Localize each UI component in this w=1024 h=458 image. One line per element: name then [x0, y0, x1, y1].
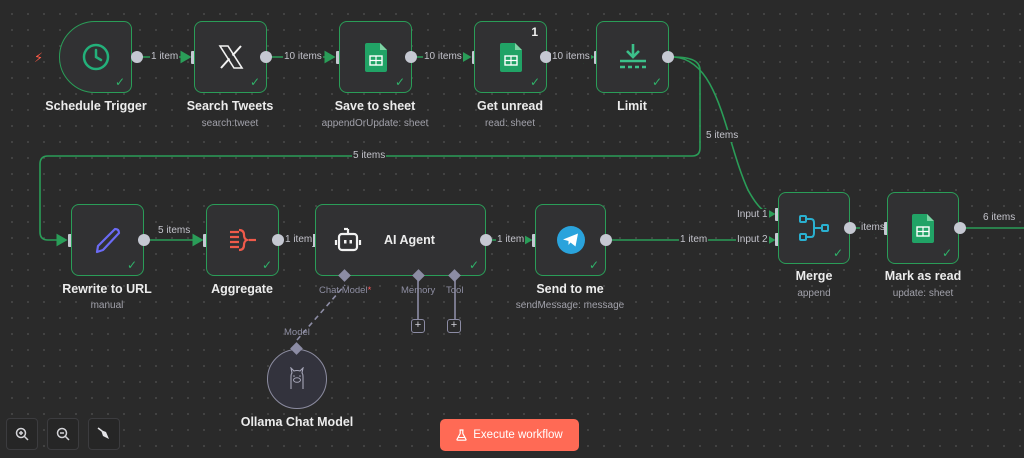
- node-ai-agent[interactable]: AI Agent ✓: [315, 204, 486, 276]
- success-check-icon: ✓: [394, 75, 405, 89]
- node-subtitle: appendOrUpdate: sheet: [321, 118, 429, 129]
- node-merge[interactable]: ✓: [778, 192, 850, 264]
- limit-icon: [619, 44, 646, 69]
- success-check-icon: ✓: [126, 258, 137, 272]
- node-get-unread[interactable]: 1 ✓: [474, 21, 547, 93]
- node-label: Save to sheet: [334, 99, 416, 113]
- google-sheets-icon: [912, 213, 934, 243]
- node-send-to-me[interactable]: ✓: [535, 204, 606, 276]
- output-port[interactable]: [662, 51, 674, 63]
- llama-icon: [290, 367, 304, 389]
- google-sheets-icon: [499, 42, 522, 72]
- chat-model-label: Chat Model*: [319, 285, 372, 296]
- trigger-bolt-icon: ⚡: [34, 50, 44, 65]
- success-check-icon: ✓: [832, 246, 843, 260]
- node-subtitle: update: sheet: [892, 288, 954, 299]
- node-label: Aggregate: [211, 282, 273, 296]
- node-label: Get unread: [477, 99, 543, 113]
- zoom-in-button[interactable]: [6, 418, 38, 450]
- node-label: Mark as read: [884, 269, 962, 283]
- node-label: Merge: [795, 269, 833, 283]
- node-rewrite-to-url[interactable]: ✓: [71, 204, 144, 276]
- zoom-in-icon: [15, 427, 29, 441]
- edge-label: 1 item: [496, 234, 526, 246]
- edge-label: 10 items: [423, 51, 463, 63]
- success-check-icon: ✓: [529, 75, 540, 89]
- tidy-up-button[interactable]: [88, 418, 120, 450]
- x-logo-icon: [218, 45, 243, 69]
- node-schedule-trigger[interactable]: ✓: [59, 21, 132, 93]
- node-title: AI Agent: [384, 233, 435, 247]
- google-sheets-icon: [364, 42, 387, 72]
- output-port[interactable]: [260, 51, 272, 63]
- node-label: Schedule Trigger: [45, 99, 147, 113]
- add-memory-button[interactable]: +: [411, 319, 425, 333]
- execute-workflow-label: Execute workflow: [473, 429, 563, 441]
- robot-icon: [334, 227, 362, 252]
- output-port[interactable]: [954, 222, 966, 234]
- edge-label: items: [860, 222, 886, 234]
- node-label: Limit: [617, 99, 647, 113]
- output-port[interactable]: [131, 51, 143, 63]
- success-check-icon: ✓: [941, 246, 952, 260]
- success-check-icon: ✓: [114, 75, 125, 89]
- node-aggregate[interactable]: ✓: [206, 204, 279, 276]
- clock-icon: [82, 43, 109, 71]
- run-count-badge: 1: [531, 25, 538, 39]
- success-check-icon: ✓: [468, 258, 479, 272]
- edge-label: 1 item: [150, 51, 180, 63]
- success-check-icon: ✓: [651, 75, 662, 89]
- node-subtitle: search:tweet: [201, 118, 259, 129]
- edge-label: 5 items: [157, 225, 192, 237]
- node-label: Rewrite to URL: [62, 282, 152, 296]
- edge-label: 6 items: [982, 212, 1017, 224]
- output-port[interactable]: [540, 51, 552, 63]
- tool-label: Tool: [446, 285, 464, 296]
- node-ollama-chat-model[interactable]: [267, 349, 327, 409]
- edge-label: 5 items: [705, 130, 740, 142]
- node-label: Send to me: [536, 282, 604, 296]
- edge-label: 1 item: [284, 234, 314, 246]
- memory-label: Memory: [401, 285, 436, 296]
- output-port[interactable]: [600, 234, 612, 246]
- output-port[interactable]: [844, 222, 856, 234]
- merge-icon: [799, 215, 829, 241]
- zoom-out-icon: [56, 427, 70, 441]
- required-marker: *: [367, 285, 372, 296]
- success-check-icon: ✓: [588, 258, 599, 272]
- node-subtitle: append: [797, 288, 831, 299]
- output-port[interactable]: [138, 234, 150, 246]
- node-limit[interactable]: ✓: [596, 21, 669, 93]
- node-search-tweets[interactable]: ✓: [194, 21, 267, 93]
- merge-input-2-label: Input 2: [736, 234, 769, 246]
- execute-workflow-button[interactable]: Execute workflow: [440, 419, 579, 451]
- node-subtitle: read: sheet: [484, 118, 536, 129]
- zoom-out-button[interactable]: [47, 418, 79, 450]
- output-port[interactable]: [405, 51, 417, 63]
- merge-input-1-label: Input 1: [736, 209, 769, 221]
- node-subtitle: manual: [90, 300, 124, 311]
- node-save-to-sheet[interactable]: ✓: [339, 21, 412, 93]
- flask-icon: [456, 429, 467, 441]
- output-port[interactable]: [480, 234, 492, 246]
- success-check-icon: ✓: [261, 258, 272, 272]
- edge-label: 10 items: [283, 51, 323, 63]
- add-tool-button[interactable]: +: [447, 319, 461, 333]
- edge-label: 1 item: [679, 234, 709, 246]
- output-port[interactable]: [272, 234, 284, 246]
- edge-label: 5 items: [352, 150, 387, 162]
- edge-label: 10 items: [551, 51, 591, 63]
- node-mark-as-read[interactable]: ✓: [887, 192, 959, 264]
- telegram-icon: [556, 226, 585, 254]
- node-subtitle: sendMessage: message: [515, 300, 625, 311]
- model-port-label: Model: [284, 327, 310, 338]
- node-label: Ollama Chat Model: [240, 415, 354, 429]
- pencil-icon: [95, 227, 120, 254]
- aggregate-icon: [229, 228, 256, 252]
- node-label: Search Tweets: [186, 99, 274, 113]
- broom-icon: [97, 427, 109, 439]
- success-check-icon: ✓: [249, 75, 260, 89]
